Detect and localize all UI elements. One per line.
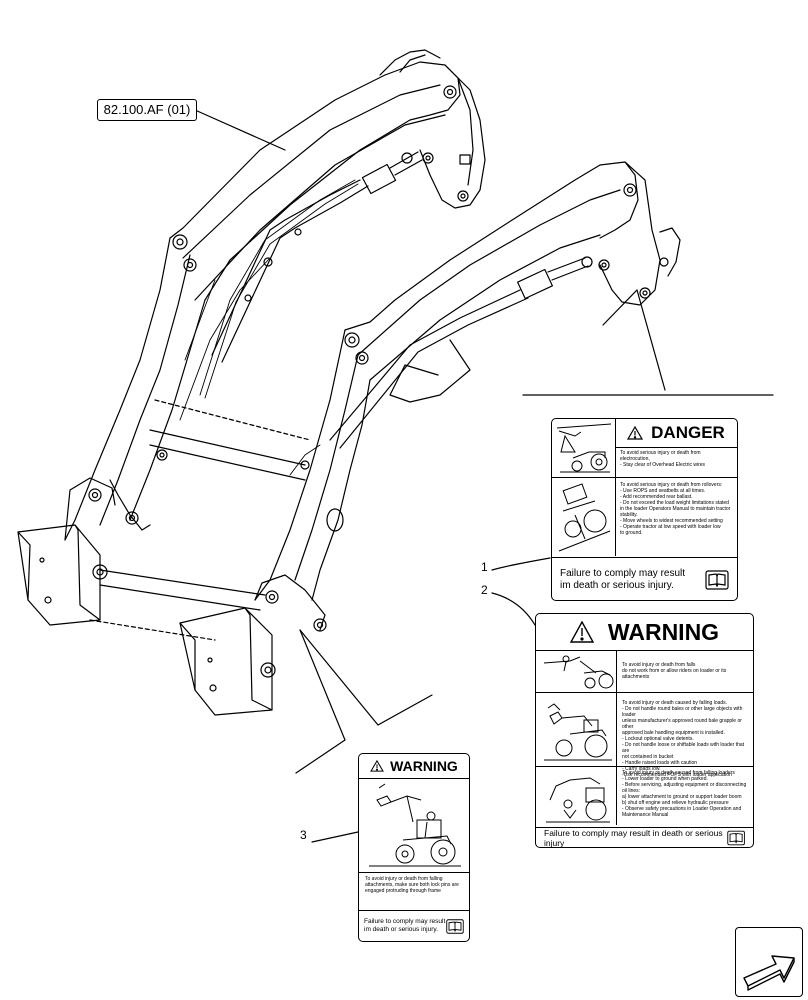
danger-title: DANGER	[651, 423, 725, 442]
warning-footer-large: Failure to comply may result in death or…	[544, 828, 745, 848]
falling-loader-pictogram	[546, 777, 610, 823]
leader-lines	[194, 109, 774, 843]
warning-triangle-icon	[627, 426, 644, 440]
danger-footer-text: Failure to comply may result im death or…	[560, 568, 686, 591]
danger-section-electrocution: To avoid serious injury or death from el…	[620, 450, 706, 468]
warning-header-small: WARNING	[359, 754, 469, 778]
callout-2: 2	[481, 583, 488, 597]
rollover-pictogram	[558, 483, 611, 552]
falling-loads-pictogram	[544, 703, 612, 761]
danger-header: DANGER	[615, 419, 737, 447]
manual-book-icon	[446, 918, 464, 934]
warning-footer-large-text: Failure to comply may result in death or…	[544, 828, 723, 848]
danger-decal: DANGER To avoid serious injury or death …	[551, 418, 738, 601]
manual-book-icon	[727, 830, 745, 846]
warning-decal-large: WARNING To avoid injury or death from fa…	[535, 613, 754, 848]
left-boom-arm	[17, 49, 486, 626]
warning-section-falling-loads: To avoid injury or death caused by falli…	[622, 700, 745, 778]
warning-footer-small-text: Failure to comply may result im death or…	[364, 918, 446, 933]
next-page-arrow-icon	[743, 955, 795, 991]
next-page-button[interactable]	[735, 927, 803, 997]
warning-header-large: WARNING	[536, 614, 753, 650]
warning-triangle-icon	[569, 621, 594, 643]
callout-1: 1	[481, 560, 488, 574]
warning-title-small: WARNING	[390, 758, 458, 774]
warning-footer-small: Failure to comply may result im death or…	[364, 912, 464, 940]
warning-title-large: WARNING	[607, 618, 720, 645]
warning-triangle-icon	[370, 760, 385, 772]
cross-tubes	[89, 399, 311, 641]
danger-section-rollover: To avoid serious injury or death from ro…	[620, 482, 731, 536]
warning-decal-small: WARNING To avoid injury or death from fa…	[358, 753, 470, 942]
electrocution-pictogram	[556, 423, 612, 473]
manual-book-icon	[705, 570, 729, 590]
warning-section-falls: To avoid injury or death from falls do n…	[622, 662, 727, 680]
right-boom-arm	[179, 161, 681, 716]
warning-section-falling-loaders: To avoid injury or death caused from fal…	[622, 770, 747, 818]
falling-attachment-pictogram	[369, 783, 461, 867]
reference-label[interactable]: 82.100.AF (01)	[97, 99, 197, 121]
callout-3: 3	[300, 828, 307, 842]
danger-footer: Failure to comply may result im death or…	[560, 562, 729, 598]
falls-pictogram	[543, 655, 614, 689]
warning-section-attachments: To avoid injury or death from falling at…	[365, 876, 459, 894]
